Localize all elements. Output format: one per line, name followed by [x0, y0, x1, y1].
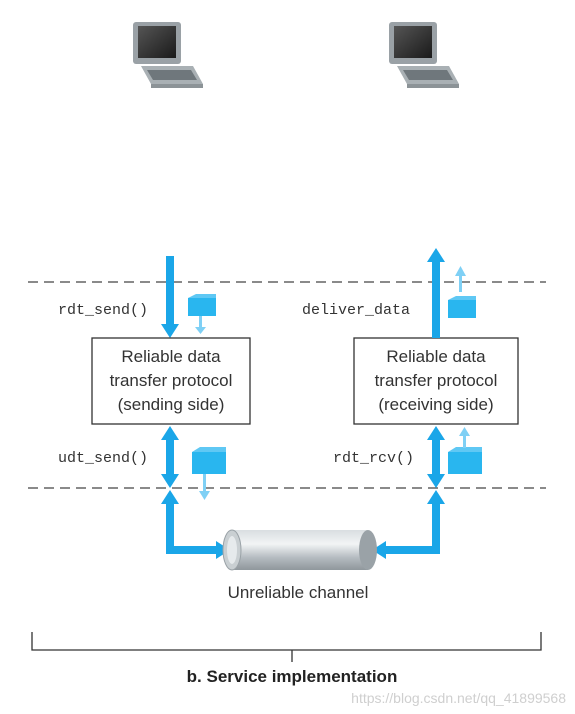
- sender-box: [91, 337, 251, 425]
- rdt-send-label: rdt_send(): [58, 302, 148, 319]
- udt-send-label: udt_send(): [58, 450, 148, 467]
- rdt-rcv-arrow: [427, 426, 445, 488]
- receiver-box-line1: Reliable data: [386, 347, 486, 366]
- channel-label: Unreliable channel: [228, 583, 369, 602]
- sender-box-line3: (sending side): [118, 395, 225, 414]
- watermark: https://blog.csdn.net/qq_41899568: [351, 690, 566, 706]
- deliver-data-label: deliver_data: [302, 302, 410, 319]
- rdt-send-arrow: [161, 256, 179, 338]
- packet-icon: [448, 427, 482, 474]
- receiver-box: [353, 337, 519, 425]
- pipe-icon: [222, 529, 377, 571]
- receiver-box-line2: transfer protocol: [375, 371, 498, 390]
- receiver-channel-arrow: [372, 490, 445, 559]
- packet-icon: [448, 266, 476, 318]
- receiver-box-line3: (receiving side): [378, 395, 493, 414]
- caption-bracket: [31, 632, 542, 662]
- udt-send-arrow: [161, 426, 179, 488]
- sender-channel-arrow: [161, 490, 230, 559]
- packet-icon: [188, 294, 216, 334]
- sender-box-line2: transfer protocol: [110, 371, 233, 390]
- computer-icon: [389, 22, 459, 88]
- deliver-data-arrow: [427, 248, 445, 338]
- rdt-rcv-label: rdt_rcv(): [333, 450, 414, 467]
- computer-icon: [133, 22, 203, 88]
- sender-box-line1: Reliable data: [121, 347, 221, 366]
- caption: b. Service implementation: [187, 667, 398, 686]
- packet-icon: [192, 447, 226, 500]
